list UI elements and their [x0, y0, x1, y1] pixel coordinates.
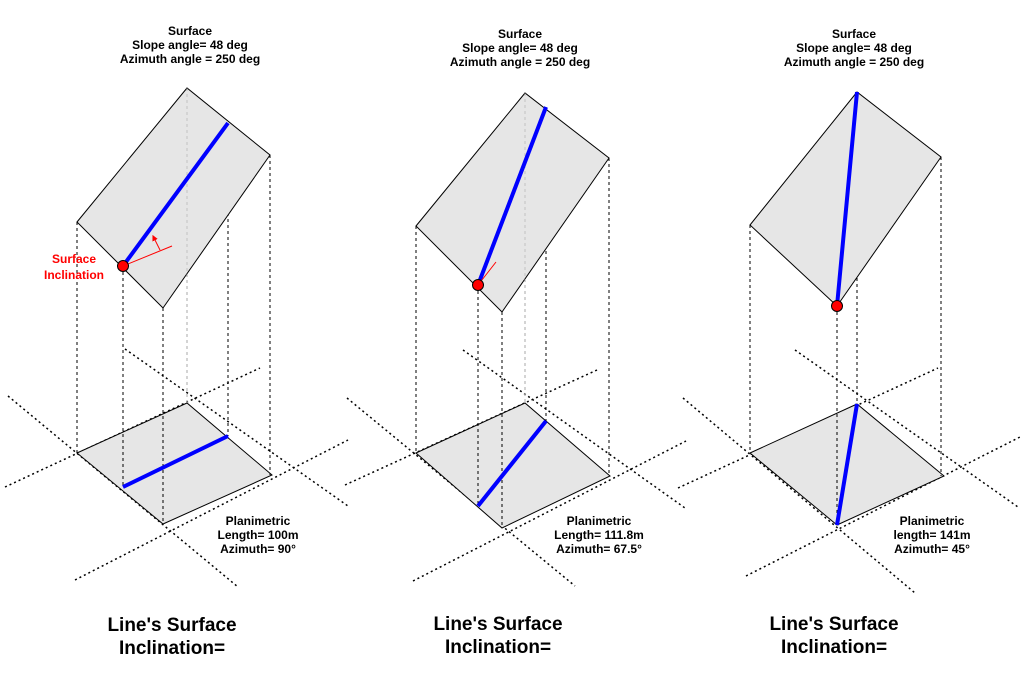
- plan-azimuth: Azimuth= 45°: [894, 542, 970, 556]
- plan-title: Planimetric: [899, 514, 965, 528]
- surface-azimuth: Azimuth angle = 250 deg: [783, 55, 925, 69]
- planimetric-label: Planimetric length= 141m Azimuth= 45°: [882, 514, 982, 556]
- surface-line: [476, 106, 548, 286]
- surface-label: Surface Slope angle= 48 deg Azimuth angl…: [774, 27, 934, 69]
- surface-slope: Slope angle= 48 deg: [796, 41, 912, 55]
- planimetric-plane: [415, 402, 611, 529]
- axis-line: [745, 436, 1021, 577]
- panel-1: [4, 87, 349, 588]
- plan-azimuth: Azimuth= 67.5°: [556, 542, 642, 556]
- axis-line: [124, 348, 349, 507]
- plan-azimuth: Azimuth= 90°: [220, 542, 296, 556]
- start-point: [472, 279, 484, 291]
- plan-length: length= 141m: [893, 528, 971, 542]
- plan-line: [122, 434, 229, 489]
- plan-title: Planimetric: [566, 514, 632, 528]
- panel-2: [344, 92, 687, 587]
- plan-length: Length= 100m: [217, 528, 299, 542]
- start-point: [831, 300, 843, 312]
- plan-length: Length= 111.8m: [554, 528, 644, 542]
- surface-slope: Slope angle= 48 deg: [462, 41, 578, 55]
- inclination-result: Line's Surface Inclination=: [408, 613, 588, 659]
- surface-title: Surface: [167, 24, 213, 38]
- inclination-result: Line's Surface Inclination=: [82, 614, 262, 660]
- surface-label: Surface Slope angle= 48 deg Azimuth angl…: [440, 27, 600, 69]
- axis-line: [74, 439, 349, 581]
- result-line1: Line's Surface: [107, 615, 237, 636]
- planimetric-label: Planimetric Length= 111.8m Azimuth= 67.5…: [544, 514, 654, 556]
- inclination-line: [122, 245, 173, 267]
- surface-inclination-annotation: Surface Inclination: [34, 251, 114, 283]
- surface-title: Surface: [831, 27, 877, 41]
- result-line2: Inclination=: [118, 638, 226, 659]
- inclination-arrow: [152, 234, 161, 251]
- result-line1: Line's Surface: [769, 614, 899, 635]
- axis-line: [682, 397, 916, 594]
- axis-line: [794, 349, 1019, 508]
- plan-title: Planimetric: [225, 514, 291, 528]
- surface-label: Surface Slope angle= 48 deg Azimuth angl…: [110, 24, 270, 66]
- annotation-line1: Surface: [51, 252, 97, 266]
- inclined-surface: [415, 92, 610, 313]
- axis-line: [462, 349, 686, 509]
- result-line1: Line's Surface: [433, 614, 563, 635]
- plan-line: [476, 419, 548, 508]
- start-point: [117, 260, 129, 272]
- result-line2: Inclination=: [444, 637, 552, 658]
- surface-azimuth: Azimuth angle = 250 deg: [119, 52, 261, 66]
- panel-3: [677, 91, 1021, 594]
- axis-line: [346, 397, 576, 587]
- surface-slope: Slope angle= 48 deg: [132, 38, 248, 52]
- surface-line: [835, 91, 859, 307]
- inclination-result: Line's Surface Inclination=: [744, 613, 924, 659]
- annotation-line2: Inclination: [44, 268, 104, 282]
- axis-line: [412, 440, 687, 582]
- result-line2: Inclination=: [780, 637, 888, 658]
- plan-line: [835, 403, 859, 526]
- axis-line: [344, 369, 598, 486]
- surface-azimuth: Azimuth angle = 250 deg: [449, 55, 591, 69]
- surface-line: [121, 121, 230, 268]
- planimetric-label: Planimetric Length= 100m Azimuth= 90°: [212, 514, 304, 556]
- surface-title: Surface: [497, 27, 543, 41]
